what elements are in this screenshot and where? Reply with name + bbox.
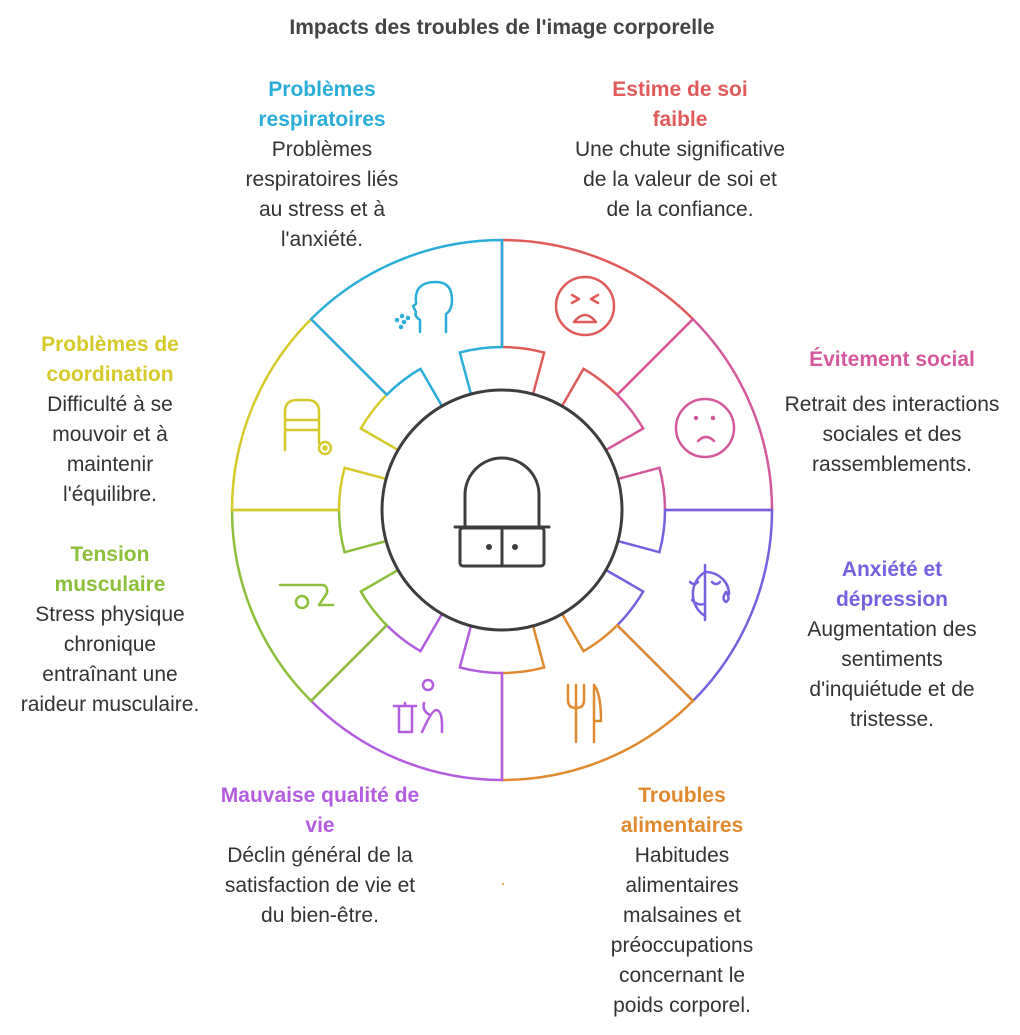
label-qualite: Mauvaise qualité de vie Déclin général d… xyxy=(210,781,430,931)
heading: Anxiété et dépression xyxy=(835,558,949,611)
heading: Tension musculaire xyxy=(54,543,166,596)
description: Difficulté à se mouvoir et à maintenir l… xyxy=(47,393,173,506)
heading: Mauvaise qualité de vie xyxy=(220,784,420,837)
coughing-head-icon xyxy=(394,280,454,334)
sector-4 xyxy=(309,613,504,782)
label-estime: Estime de soi faible Une chute significa… xyxy=(570,75,790,225)
label-respiratoires: Problèmes respiratoires Problèmes respir… xyxy=(212,75,432,255)
heading: Estime de soi faible xyxy=(612,78,748,131)
heading: Problèmes de coordination xyxy=(41,333,179,386)
drama-masks-icon xyxy=(688,563,731,622)
trash-person-icon xyxy=(392,678,444,734)
center-circle xyxy=(380,388,624,632)
description: Augmentation des sentiments d'inquiétude… xyxy=(807,618,977,731)
heading: Problèmes respiratoires xyxy=(258,78,386,131)
angry-face-icon xyxy=(554,275,616,337)
walker-icon xyxy=(283,398,333,456)
sad-face-icon xyxy=(674,397,736,459)
sector-0 xyxy=(500,238,695,407)
label-evitement: Évitement social Retrait des interaction… xyxy=(782,345,1002,480)
diagram-title: Impacts des troubles de l'image corporel… xyxy=(289,16,715,39)
description: Stress physique chronique entraînant une… xyxy=(20,603,200,716)
stretching-person-icon xyxy=(278,583,335,610)
label-anxiete: Anxiété et dépression Augmentation des s… xyxy=(782,555,1002,735)
fork-knife-icon xyxy=(566,683,603,744)
description: Problèmes respiratoires liés au stress e… xyxy=(245,138,399,251)
label-coordination: Problèmes de coordination Difficulté à s… xyxy=(0,330,220,510)
description: Une chute significative de la valeur de … xyxy=(574,138,786,221)
heading: Évitement social xyxy=(809,348,975,371)
heading: Troubles alimentaires xyxy=(620,784,744,837)
sector-1 xyxy=(605,317,774,512)
sector-2 xyxy=(605,508,774,703)
description: Déclin général de la satisfaction de vie… xyxy=(224,844,416,927)
sector-3 xyxy=(500,613,695,782)
label-alimentaires: Troubles alimentaires Habitudes alimenta… xyxy=(572,781,792,1021)
stray-dot xyxy=(502,883,504,885)
label-tension: Tension musculaire Stress physique chron… xyxy=(0,540,220,720)
sector-5 xyxy=(230,508,399,703)
sector-7 xyxy=(309,238,504,407)
sector-6 xyxy=(230,317,399,512)
description: Retrait des interactions sociales et des… xyxy=(784,393,1000,476)
cabinet-lock-icon xyxy=(453,456,551,568)
description: Habitudes alimentaires malsaines et préo… xyxy=(610,844,754,1017)
